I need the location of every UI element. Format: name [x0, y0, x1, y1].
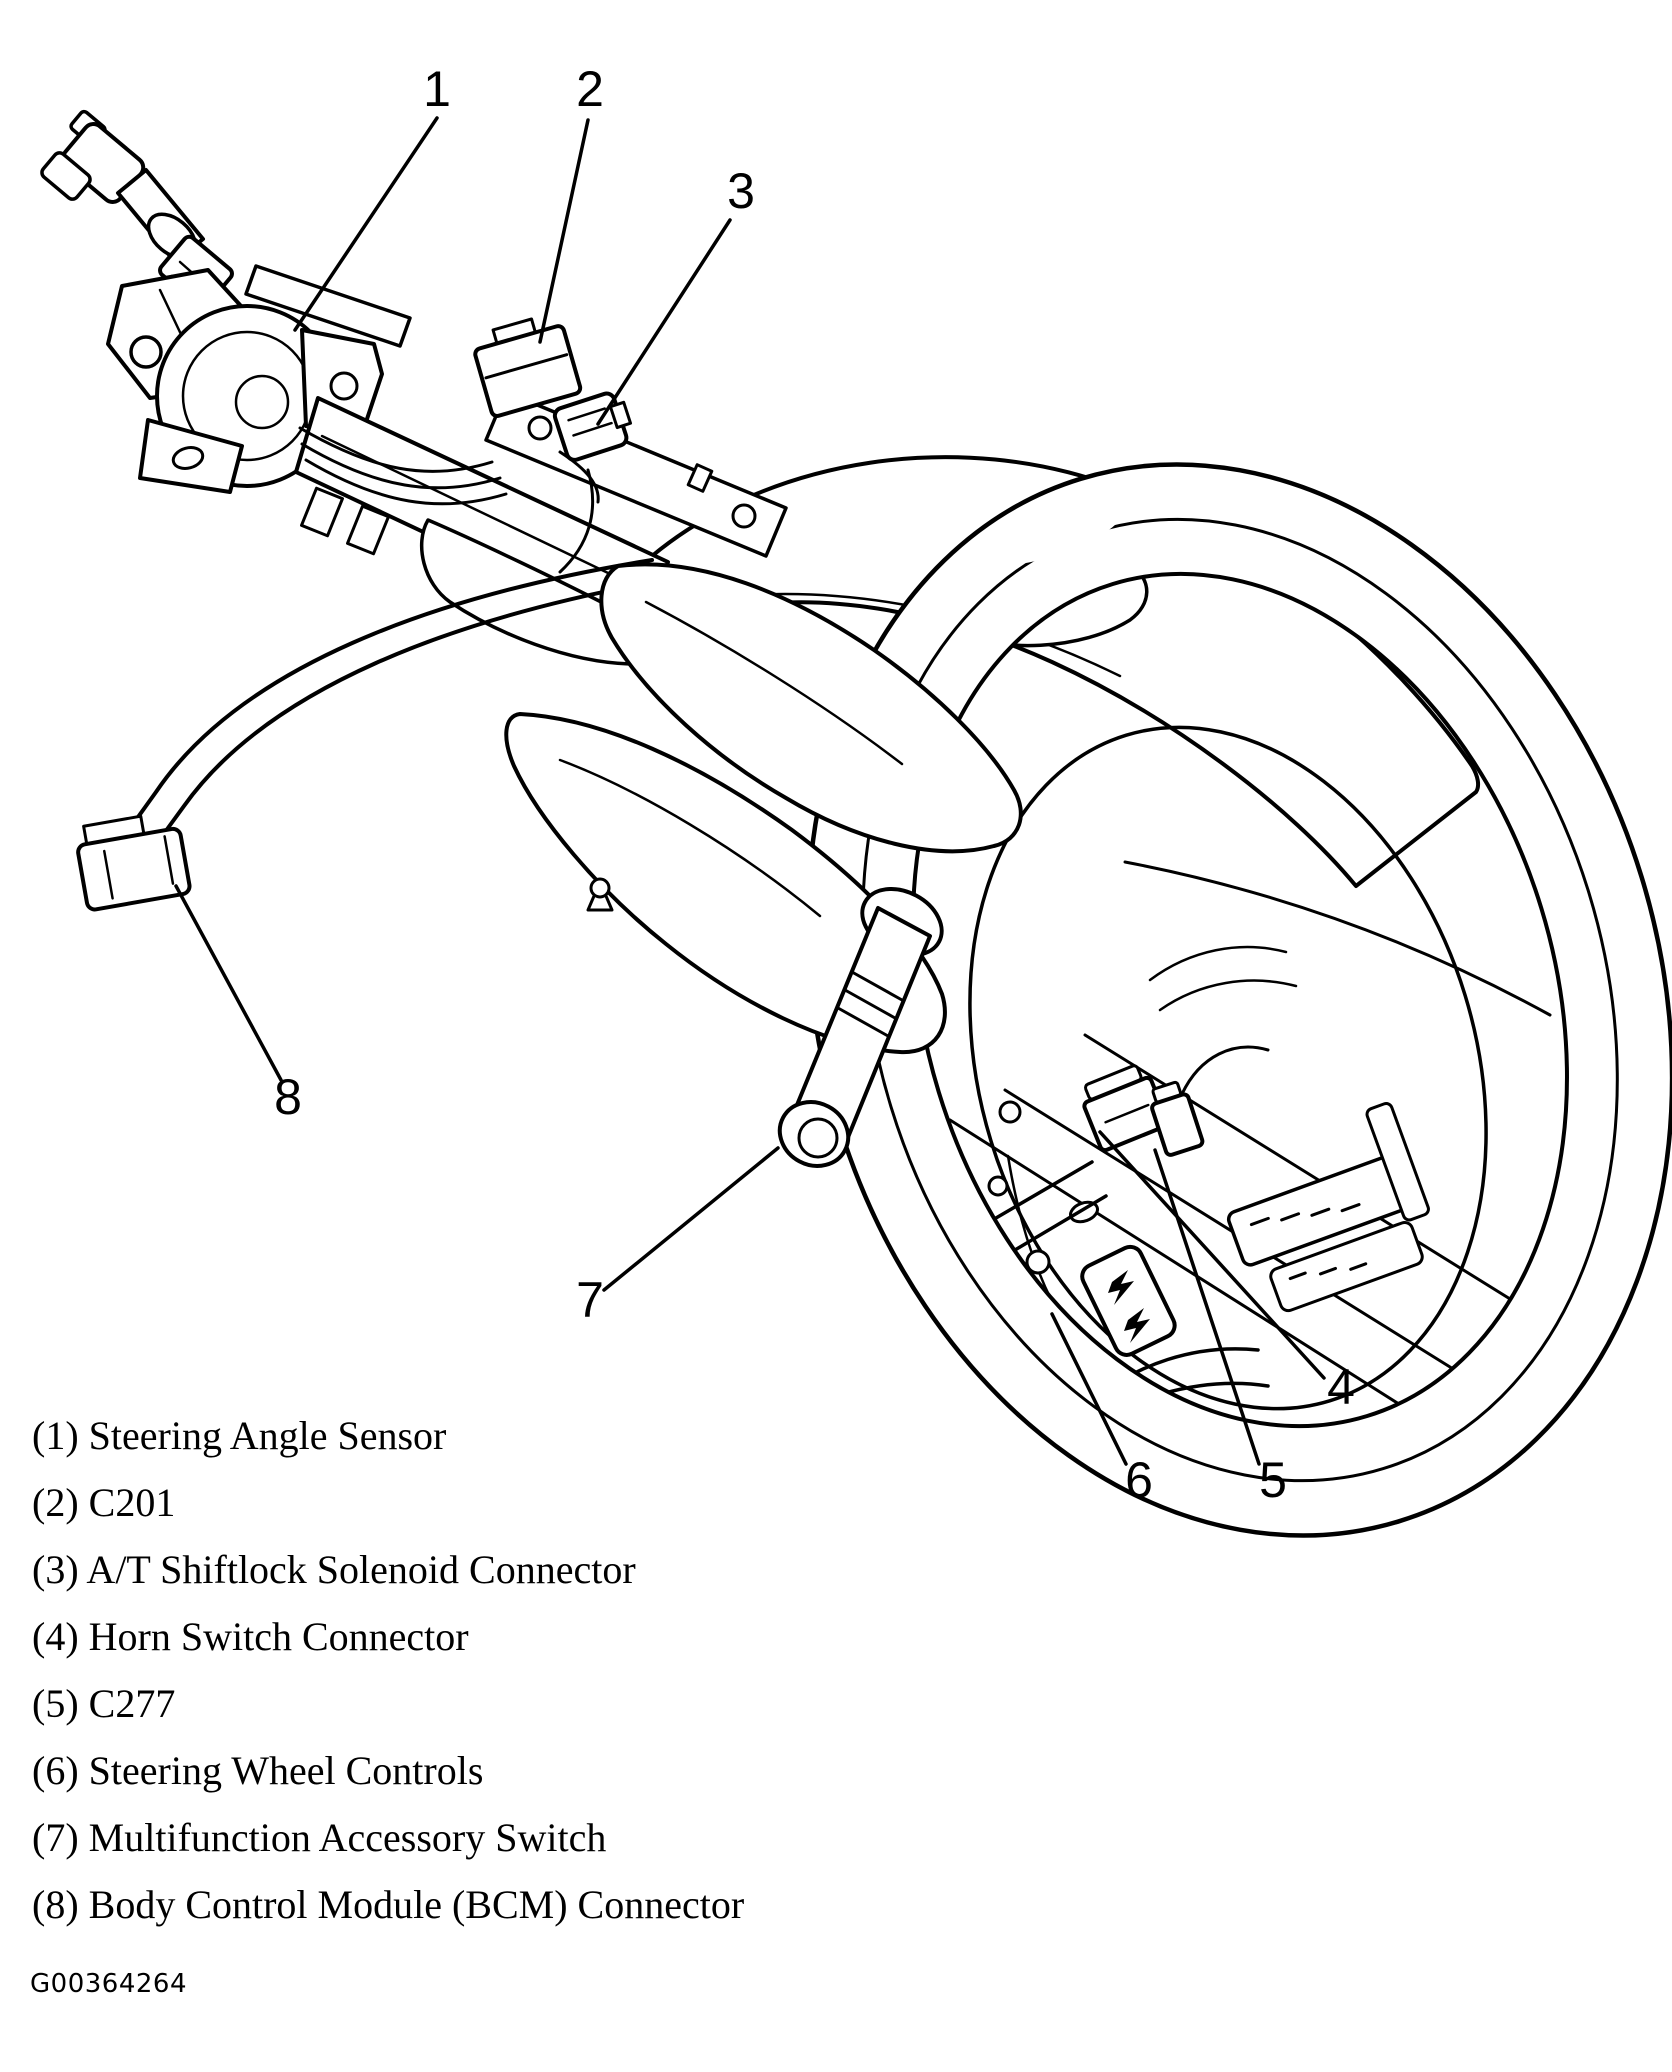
legend-item-8: (8) Body Control Module (BCM) Connector	[32, 1882, 744, 1927]
callout-number-5: 5	[1259, 1452, 1287, 1508]
leader-line-6	[1050, 1312, 1128, 1466]
bcm-connector	[76, 814, 192, 912]
wheel-harness-module	[1226, 1102, 1430, 1313]
callout-number-8: 8	[274, 1069, 302, 1125]
rim-highlight	[962, 493, 1126, 567]
c277-connector	[1150, 1045, 1270, 1157]
legend: (1) Steering Angle Sensor (2) C201 (3) A…	[30, 1413, 744, 1999]
callouts: 1 2 3 4 5 6 7 8	[174, 61, 1355, 1508]
c201-connector	[473, 317, 583, 418]
callout-number-4: 4	[1327, 1359, 1355, 1415]
callout-number-2: 2	[576, 61, 604, 117]
callout-number-7: 7	[576, 1272, 604, 1328]
legend-item-2: (2) C201	[32, 1480, 175, 1525]
callout-number-1: 1	[423, 61, 451, 117]
legend-item-6: (6) Steering Wheel Controls	[32, 1748, 483, 1793]
leader-line-3	[596, 218, 732, 426]
leader-line-5	[1153, 1148, 1261, 1466]
legend-item-7: (7) Multifunction Accessory Switch	[32, 1815, 606, 1860]
steering-wheel-controls	[1080, 1244, 1177, 1357]
multifunction-stalk	[777, 886, 944, 1168]
leader-line-2	[538, 118, 590, 344]
steering-angle-sensor	[138, 264, 412, 494]
key-warning-icon	[586, 877, 614, 912]
legend-item-4: (4) Horn Switch Connector	[32, 1614, 469, 1659]
leader-line-8	[174, 884, 283, 1082]
callout-number-6: 6	[1125, 1452, 1153, 1508]
leader-line-1	[293, 116, 439, 332]
legend-item-5: (5) C277	[32, 1681, 175, 1726]
legend-item-3: (3) A/T Shiftlock Solenoid Connector	[32, 1547, 636, 1592]
legend-item-1: (1) Steering Angle Sensor	[32, 1413, 446, 1458]
wheel-interior	[933, 646, 1650, 1509]
lower-mount-plate	[138, 418, 244, 494]
leader-line-7	[602, 1146, 780, 1292]
leader-line-4	[1098, 1130, 1326, 1380]
figure-code: G00364264	[30, 1969, 187, 1999]
callout-number-3: 3	[727, 163, 755, 219]
column-shroud	[504, 562, 1023, 1055]
